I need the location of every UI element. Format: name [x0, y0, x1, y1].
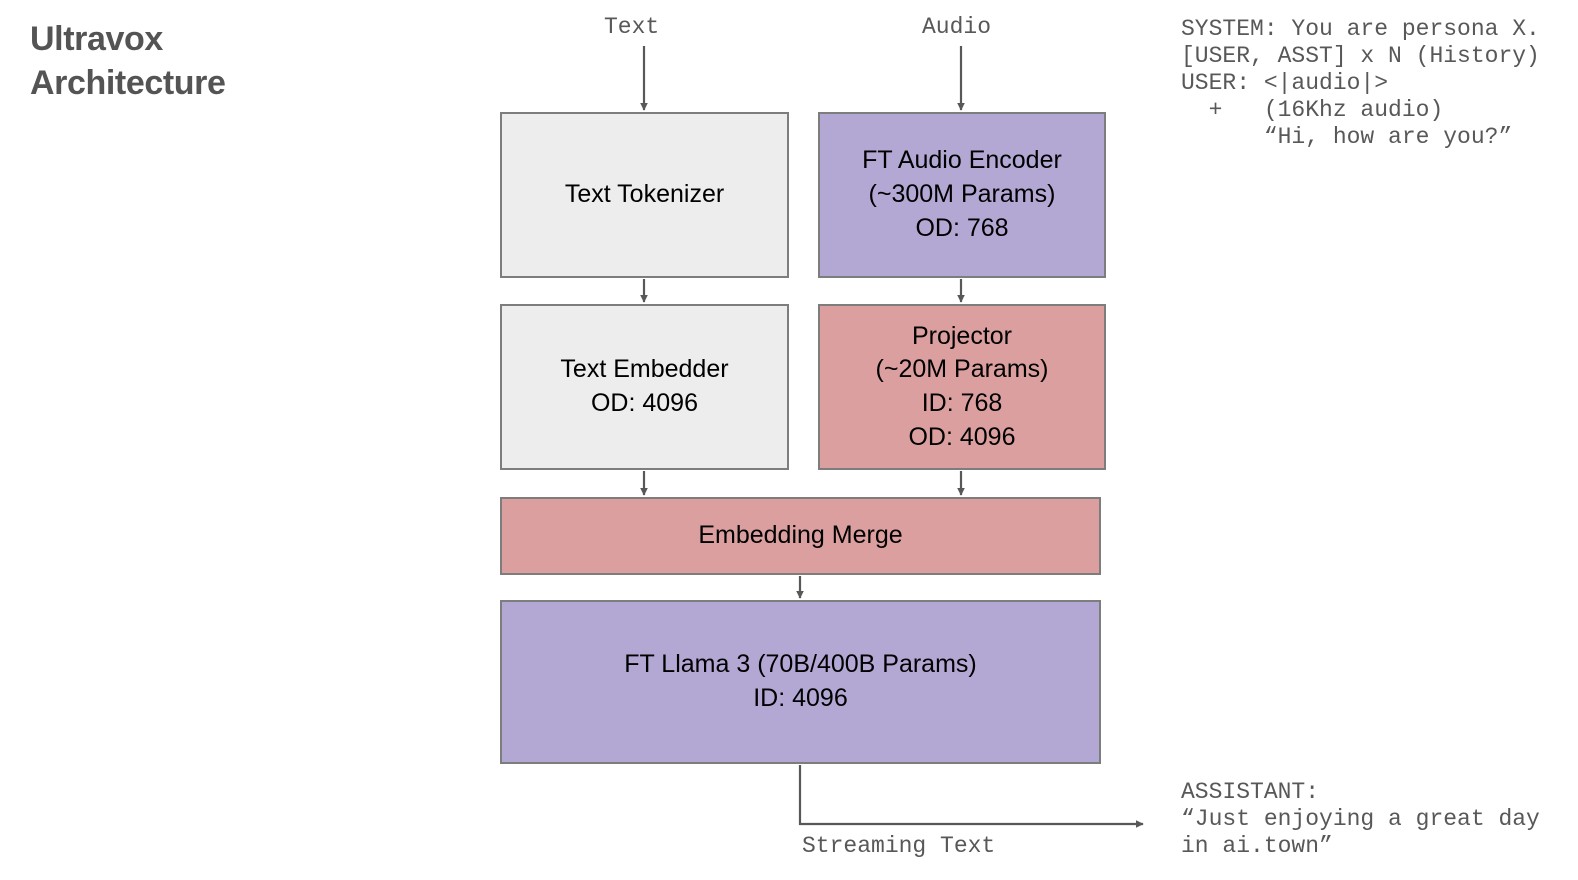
node-embedding-merge[interactable]: Embedding Merge — [500, 497, 1101, 575]
node-llama[interactable]: FT Llama 3 (70B/400B Params) ID: 4096 — [500, 600, 1101, 764]
input-label-audio: Audio — [922, 14, 992, 40]
node-embedding-merge-label: Embedding Merge — [698, 521, 903, 550]
node-text-embedder-label: Text Embedder OD: 4096 — [560, 355, 729, 417]
node-text-tokenizer-label: Text Tokenizer — [564, 180, 725, 209]
node-text-embedder[interactable]: Text Embedder OD: 4096 — [500, 304, 789, 470]
node-projector[interactable]: Projector (~20M Params) ID: 768 OD: 4096 — [818, 304, 1106, 470]
node-audio-encoder[interactable]: FT Audio Encoder (~300M Params) OD: 768 — [818, 112, 1106, 278]
output-label-streaming-text: Streaming Text — [802, 833, 996, 859]
edge-llama-to-assistant-output — [798, 765, 1144, 828]
node-llama-label: FT Llama 3 (70B/400B Params) ID: 4096 — [624, 650, 977, 712]
prompt-transcript: SYSTEM: You are persona X. [USER, ASST] … — [1181, 16, 1540, 150]
input-label-text: Text — [604, 14, 660, 40]
page-title: Ultravox Architecture — [30, 20, 226, 102]
node-projector-label: Projector (~20M Params) ID: 768 OD: 4096 — [875, 321, 1049, 451]
node-audio-encoder-label: FT Audio Encoder (~300M Params) OD: 768 — [862, 146, 1062, 242]
node-text-tokenizer[interactable]: Text Tokenizer — [500, 112, 789, 278]
assistant-transcript: ASSISTANT: “Just enjoying a great day in… — [1181, 779, 1540, 859]
